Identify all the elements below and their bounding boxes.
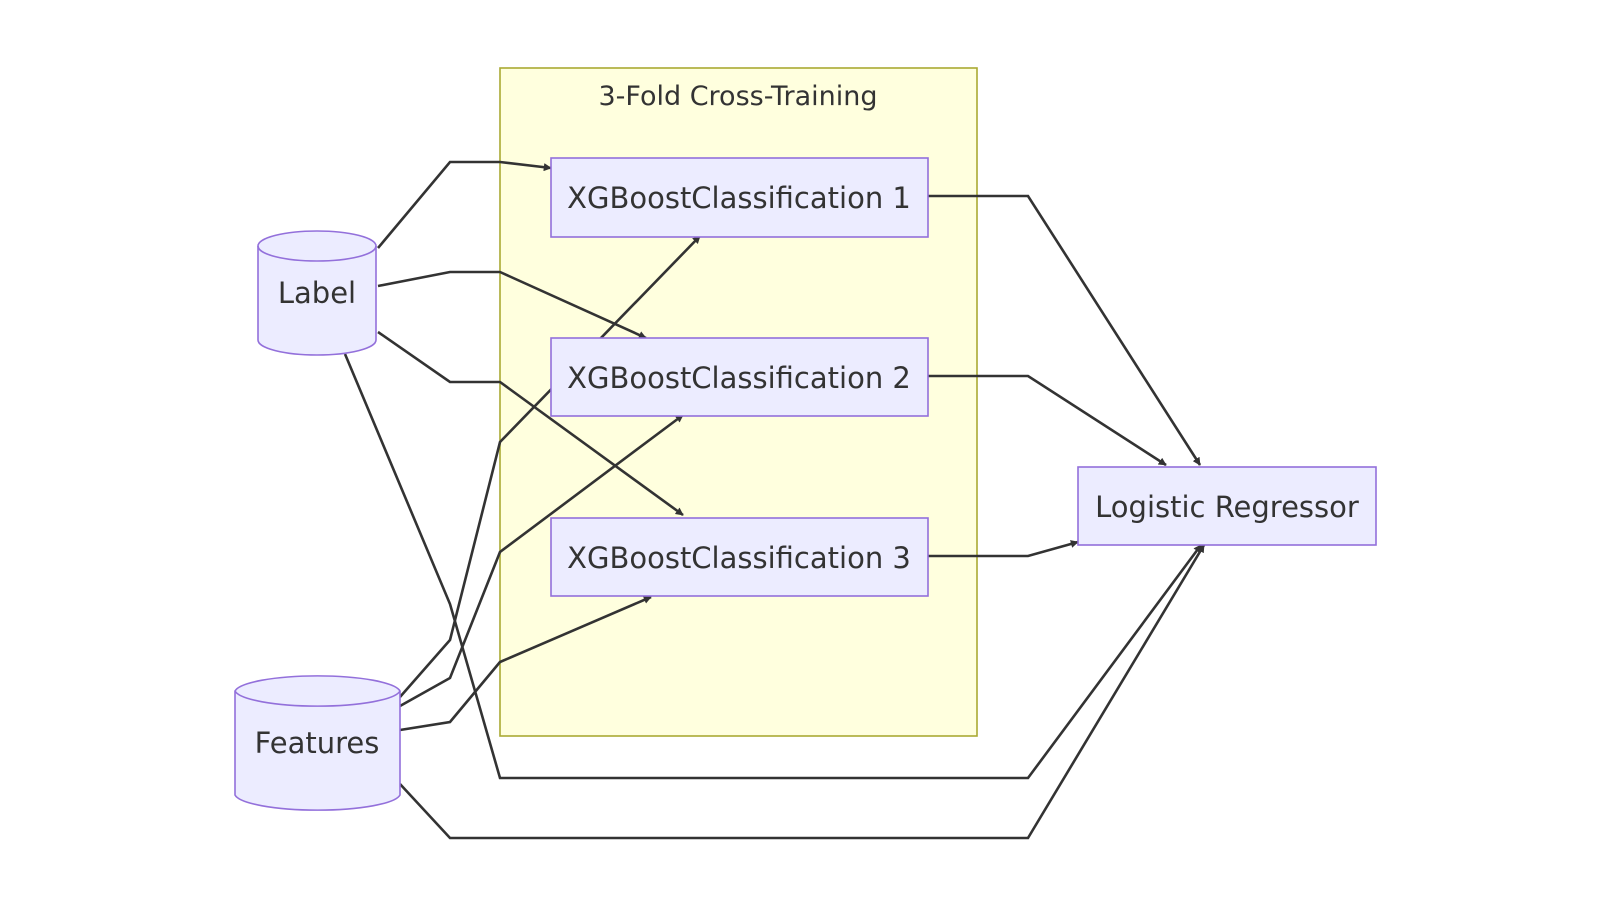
edge-label-to-xgb3	[377, 330, 684, 517]
edge-features-to-xgb3	[399, 595, 652, 732]
edge-label-to-logreg	[343, 353, 1203, 780]
node-features: Features	[234, 675, 401, 811]
node-logreg: Logistic Regressor	[1077, 466, 1377, 546]
label-cylinder-rim	[257, 245, 377, 262]
node-xgb1: XGBoostClassification 1	[550, 157, 929, 238]
features-cylinder-rim	[234, 690, 401, 707]
xgb2-text: XGBoostClassification 2	[567, 361, 911, 395]
features-text: Features	[255, 726, 380, 760]
edge-xgb2-to-logreg	[928, 374, 1167, 467]
label-cylinder	[257, 230, 377, 356]
logreg-box	[1077, 466, 1377, 546]
edge-features-to-xgb2	[399, 413, 684, 708]
logreg-text: Logistic Regressor	[1095, 490, 1359, 524]
label-text: Label	[278, 276, 356, 310]
xgb2-box	[550, 337, 929, 417]
xgb1-box	[550, 157, 929, 238]
features-cylinder	[234, 675, 401, 811]
node-label: Label	[257, 230, 377, 356]
edge-label-to-xgb1	[377, 160, 552, 249]
edge-xgb3-to-logreg	[928, 540, 1079, 558]
xgb3-box	[550, 517, 929, 597]
edge-xgb1-to-logreg	[928, 194, 1202, 466]
edge-features-to-logreg	[399, 544, 1206, 840]
edge-label-to-xgb2	[377, 270, 647, 340]
node-xgb3: XGBoostClassification 3	[550, 517, 929, 597]
edges	[343, 160, 1206, 840]
cluster-title: 3-Fold Cross-Training	[598, 81, 877, 112]
xgb3-text: XGBoostClassification 3	[567, 541, 911, 575]
node-xgb2: XGBoostClassification 2	[550, 337, 929, 417]
xgb1-text: XGBoostClassification 1	[567, 181, 911, 215]
